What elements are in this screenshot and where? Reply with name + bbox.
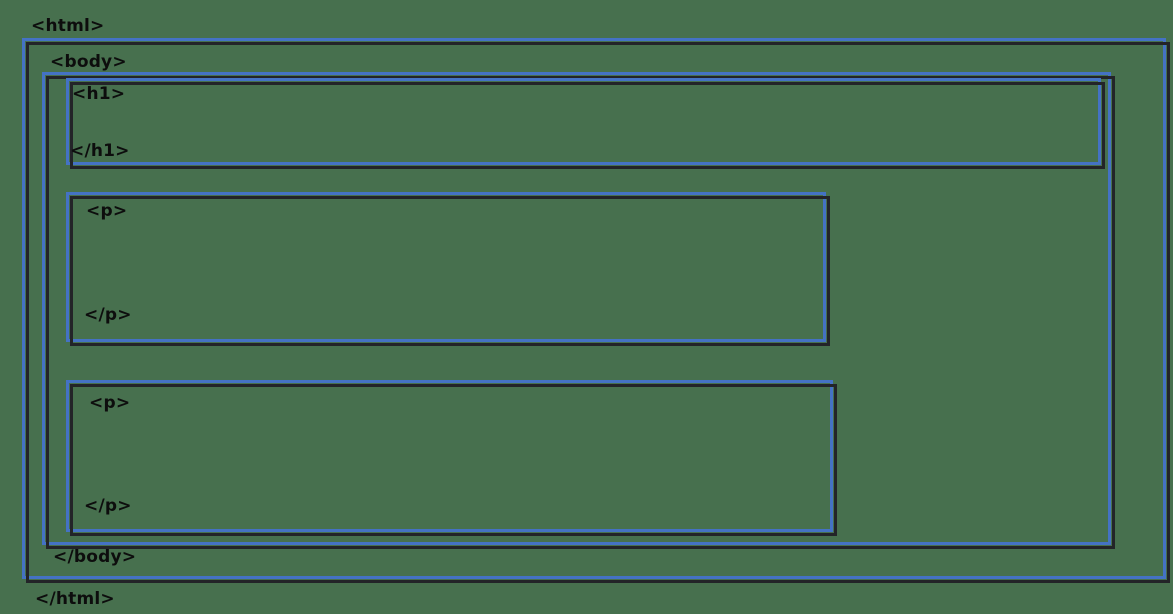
paragraph-1-close-tag-label: </p> <box>84 305 132 325</box>
paragraph-2-close-tag-label: </p> <box>84 496 132 516</box>
paragraph-1-open-tag-label: <p> <box>86 201 128 221</box>
paragraph-2-open-tag-label: <p> <box>89 393 131 413</box>
paragraph-1-element-box <box>66 192 830 346</box>
h1-element-box <box>66 78 1105 169</box>
html-open-tag-label: <html> <box>31 16 105 36</box>
h1-open-tag-label: <h1> <box>72 84 126 104</box>
h1-close-tag-label: </h1> <box>70 141 130 161</box>
paragraph-2-element-box <box>66 380 837 536</box>
body-open-tag-label: <body> <box>50 52 127 72</box>
body-close-tag-label: </body> <box>53 547 137 567</box>
html-close-tag-label: </html> <box>35 589 115 609</box>
